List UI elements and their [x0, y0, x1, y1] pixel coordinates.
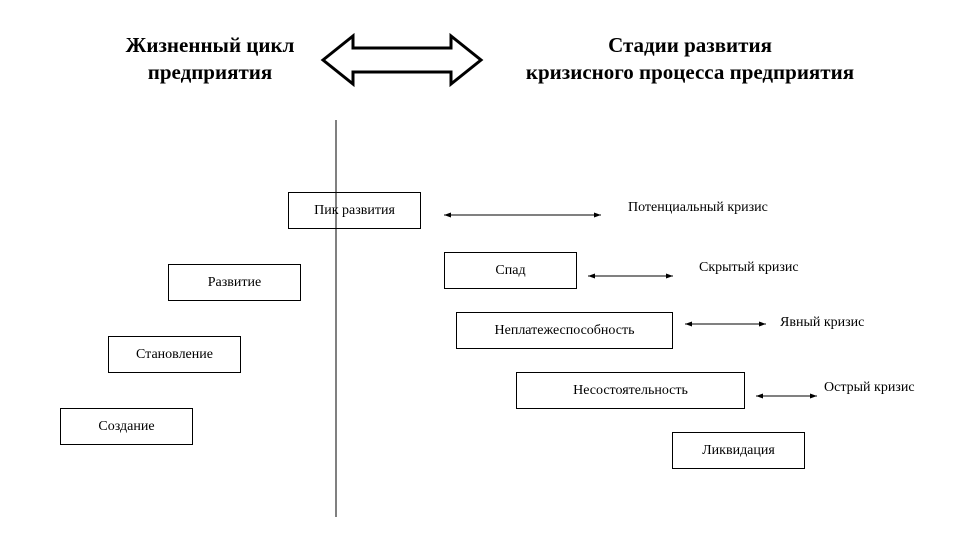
box-liquidation: Ликвидация [672, 432, 805, 469]
crisis-stages-title: Стадии развития кризисного процесса пред… [490, 32, 890, 86]
box-development: Развитие [168, 264, 301, 301]
label-explicit-crisis: Явный кризис [780, 315, 865, 330]
double-arrow-icon [320, 32, 484, 88]
crisis-stages-title-line2: кризисного процесса предприятия [525, 60, 855, 84]
box-bankruptcy: Несостоятельность [516, 372, 745, 409]
box-peak: Пик развития [288, 192, 421, 229]
lifecycle-title: Жизненный цикл предприятия [100, 32, 320, 86]
label-potential-crisis: Потенциальный кризис [628, 200, 768, 215]
box-formation: Становление [108, 336, 241, 373]
box-creation: Создание [60, 408, 193, 445]
crisis-stages-title-line1: Стадии развития [608, 33, 772, 57]
lifecycle-title-line2: предприятия [147, 60, 273, 84]
box-insolvency: Неплатежеспособность [456, 312, 673, 349]
lifecycle-title-line1: Жизненный цикл [125, 33, 295, 57]
label-hidden-crisis: Скрытый кризис [699, 260, 799, 275]
label-acute-crisis: Острый кризис [824, 380, 915, 395]
box-decline: Спад [444, 252, 577, 289]
